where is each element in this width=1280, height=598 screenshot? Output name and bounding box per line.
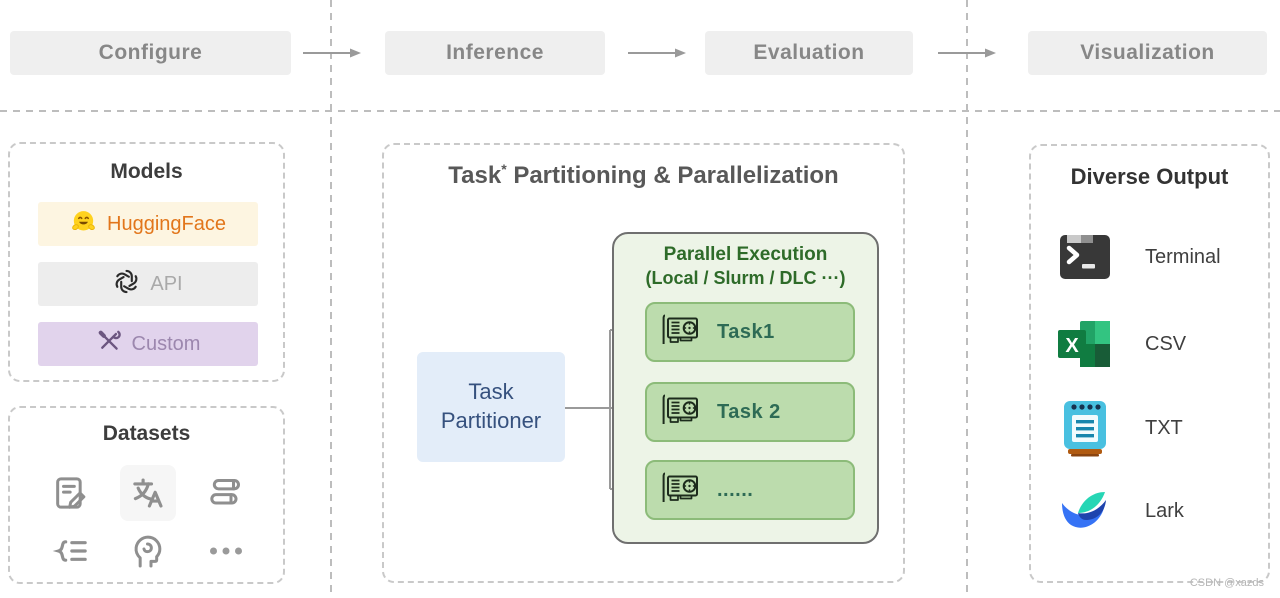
datasets-panel: Datasets — [8, 406, 285, 584]
gpu-card-icon — [661, 394, 701, 431]
models-title: Models — [110, 160, 183, 183]
task-label: ...... — [717, 478, 754, 501]
gpu-card-icon — [661, 472, 701, 509]
stage-configure: Configure — [10, 31, 291, 75]
huggingface-icon — [70, 208, 97, 241]
excel-icon: X — [1055, 321, 1115, 367]
knowledge-head-icon — [120, 523, 176, 579]
task-partitioner-box: Task Partitioner — [417, 352, 565, 462]
task-label: Task 2 — [717, 400, 781, 423]
partitioning-title-prefix: Task — [448, 162, 502, 189]
output-item-terminal: Terminal — [1055, 235, 1258, 279]
parallel-execution-subtitle: (Local / Slurm / DLC ···) — [645, 267, 846, 288]
output-item-label: TXT — [1145, 416, 1183, 439]
document-edit-icon — [43, 465, 99, 521]
model-item-label: API — [150, 272, 183, 295]
svg-text:X: X — [1065, 335, 1079, 357]
model-item-api: API — [38, 262, 258, 306]
partitioning-panel: Task* Partitioning & Parallelization Tas… — [382, 143, 905, 583]
tools-icon — [96, 328, 122, 360]
flow-arrow-icon — [628, 48, 686, 58]
partitioning-title-asterisk: * — [501, 161, 507, 177]
output-panel: Diverse Output Terminal — [1029, 144, 1270, 583]
model-item-huggingface: HuggingFace — [38, 202, 258, 246]
task-box-2: Task 2 — [645, 382, 855, 442]
dataset-icon-grid — [32, 464, 265, 580]
parallel-execution-box: Parallel Execution (Local / Slurm / DLC … — [612, 232, 879, 544]
translate-icon — [120, 465, 177, 521]
lark-icon — [1055, 487, 1115, 535]
dashed-divider-vertical-left — [330, 0, 332, 598]
task-label: Task1 — [717, 320, 775, 343]
model-item-custom: Custom — [38, 322, 258, 366]
terminal-icon — [1055, 235, 1115, 279]
output-item-label: Terminal — [1145, 245, 1221, 268]
model-item-label: Custom — [131, 332, 201, 355]
output-item-lark: Lark — [1055, 487, 1258, 535]
task-partitioner-label-line1: Task — [468, 379, 514, 405]
output-item-label: CSV — [1145, 332, 1187, 355]
list-brace-icon — [43, 523, 99, 579]
notepad-icon — [1055, 399, 1115, 457]
datasets-title: Datasets — [102, 422, 191, 445]
flow-arrow-icon — [303, 48, 361, 58]
dashed-divider-horizontal — [0, 110, 1280, 112]
stage-visualization: Visualization — [1028, 31, 1267, 75]
books-icon — [198, 465, 254, 521]
ellipsis-icon — [198, 523, 254, 579]
task-partitioner-label-line2: Partitioner — [440, 408, 542, 433]
openai-icon — [113, 268, 140, 301]
stage-inference: Inference — [385, 31, 605, 75]
watermark: CSDN @xazds — [1189, 577, 1264, 589]
stage-evaluation: Evaluation — [705, 31, 913, 75]
model-item-label: HuggingFace — [107, 212, 226, 235]
task-box-more: ...... — [645, 460, 855, 520]
parallel-execution-title: Parallel Execution — [663, 244, 828, 265]
gpu-card-icon — [661, 314, 701, 351]
partitioning-title-rest: Partitioning & Parallelization — [506, 162, 839, 189]
models-panel: Models HuggingFace — [8, 142, 285, 382]
output-item-csv: X CSV — [1055, 321, 1258, 367]
partitioning-title: Task* Partitioning & Parallelization — [384, 161, 903, 190]
output-item-txt: TXT — [1055, 399, 1258, 457]
output-title: Diverse Output — [1070, 164, 1229, 189]
task-box-1: Task1 — [645, 302, 855, 362]
flow-arrow-icon — [938, 48, 996, 58]
output-item-label: Lark — [1145, 499, 1184, 522]
dashed-divider-vertical-right — [966, 0, 968, 598]
